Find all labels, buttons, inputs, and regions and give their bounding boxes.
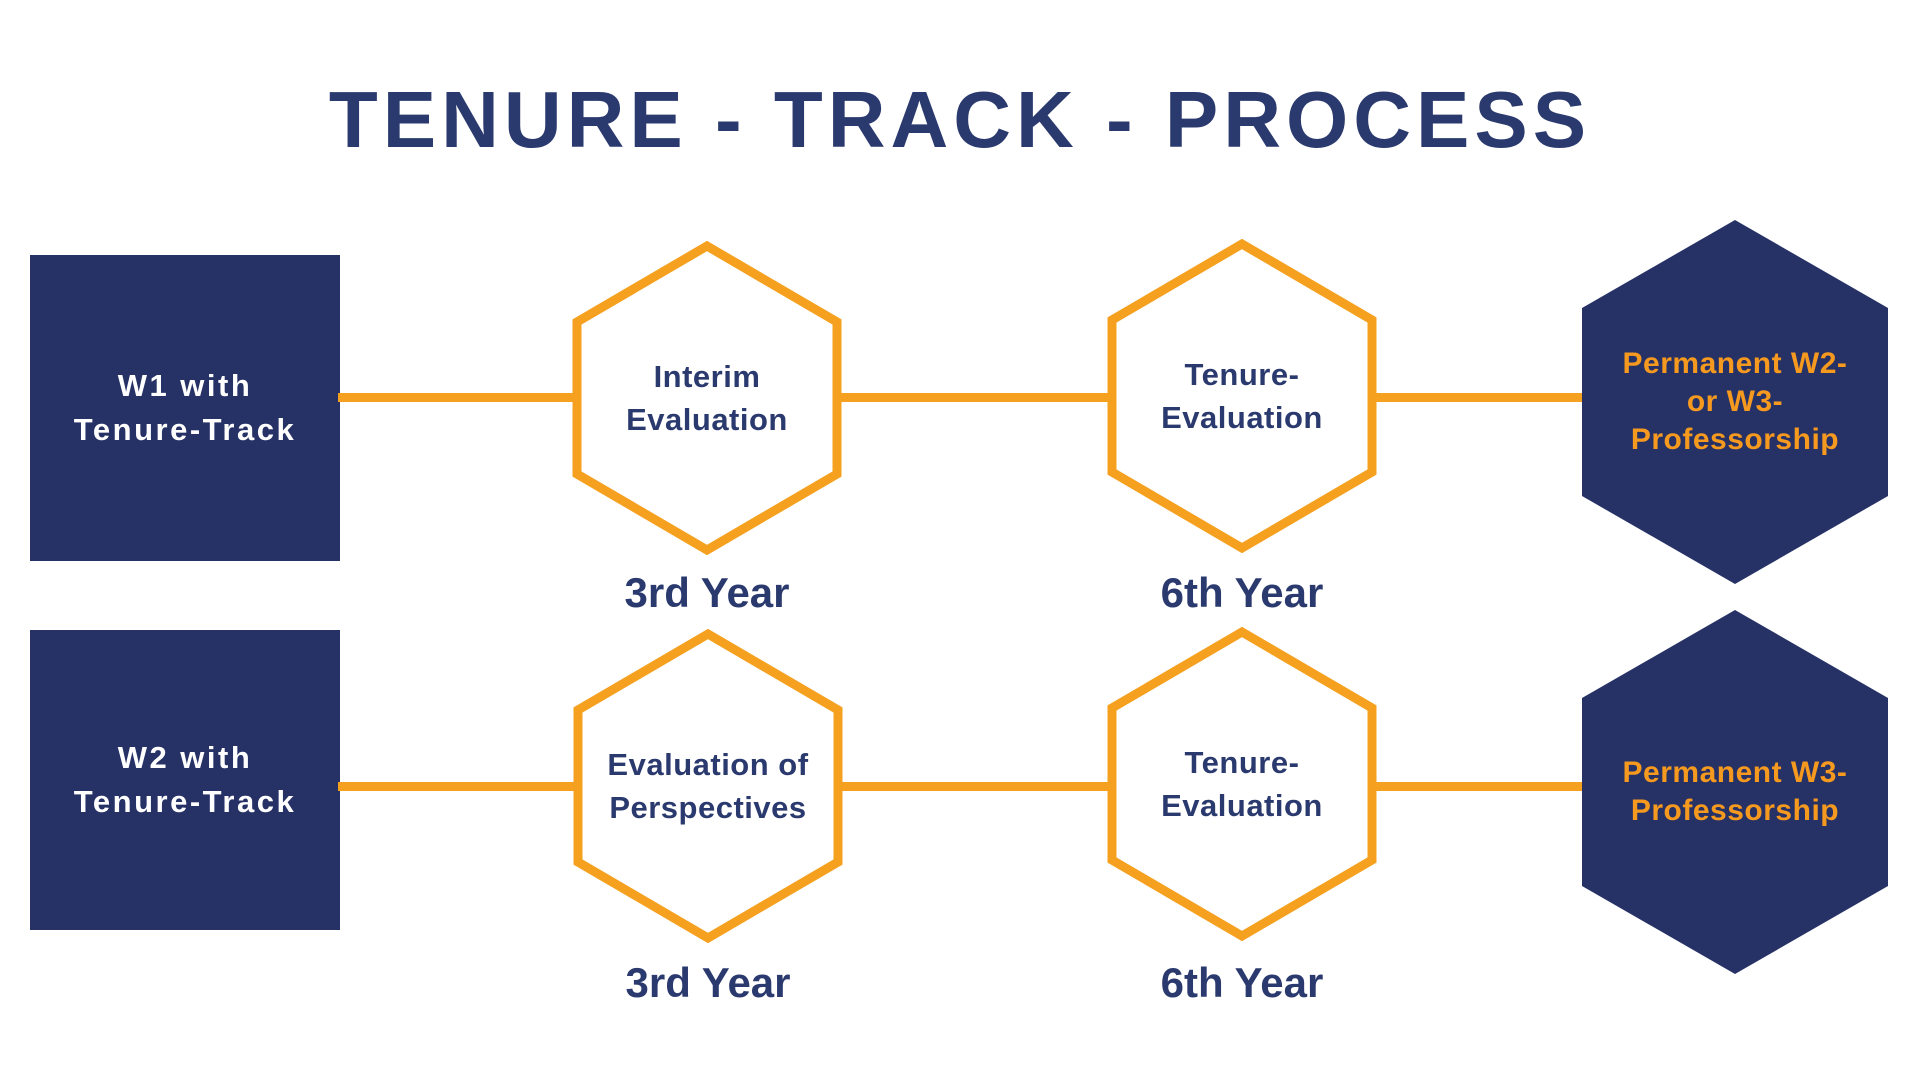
- year-label: 3rd Year: [624, 569, 790, 616]
- step-label: Tenure-Evaluation: [1161, 357, 1323, 435]
- step-hexagon-tenure-evaluation: Tenure-Evaluation: [1107, 627, 1377, 941]
- connector-line: [840, 393, 1114, 402]
- step-hexagon-tenure-evaluation: Tenure-Evaluation: [1107, 239, 1377, 553]
- hexagon-outline-icon: [573, 629, 843, 943]
- connector-line: [1375, 782, 1585, 791]
- outcome-hexagon-w1: Permanent W2-or W3-Professorship: [1582, 220, 1888, 584]
- connector-line: [1375, 393, 1585, 402]
- hexagon-outline-icon: [572, 241, 842, 555]
- hexagon-solid-icon: [1582, 610, 1888, 974]
- hexagon-outline-icon: [1107, 239, 1377, 553]
- connector-line: [338, 782, 578, 791]
- connector-line: [840, 782, 1114, 791]
- connector-line: [338, 393, 578, 402]
- hexagon-solid-icon: [1582, 220, 1888, 584]
- outcome-hexagon-w2: Permanent W3-Professorship: [1582, 610, 1888, 974]
- outcome-label: Permanent W2-or W3-Professorship: [1622, 347, 1848, 456]
- page-title: TENURE - TRACK - PROCESS: [328, 75, 1592, 164]
- year-label: 3rd Year: [625, 959, 791, 1006]
- step-label: Tenure-Evaluation: [1161, 745, 1323, 823]
- year-label: 6th Year: [1160, 569, 1324, 616]
- hexagon-outline-icon: [1107, 627, 1377, 941]
- year-label: 6th Year: [1160, 959, 1324, 1006]
- outcome-label: Permanent W3-Professorship: [1622, 756, 1848, 827]
